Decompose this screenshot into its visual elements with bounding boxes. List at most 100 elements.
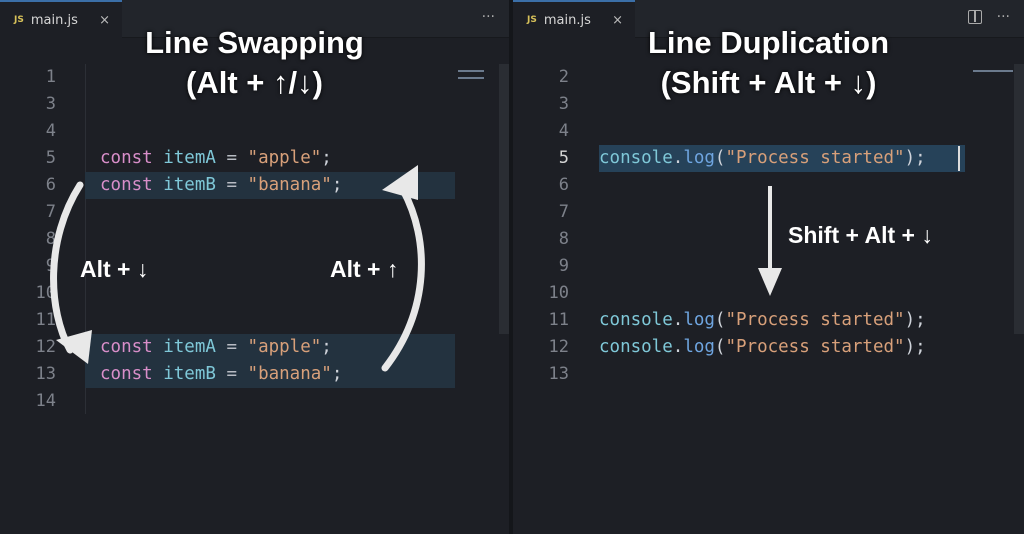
code-token-end: ; bbox=[331, 175, 343, 195]
code-token-fn: log bbox=[683, 337, 715, 357]
overlay-title: Line Swapping bbox=[145, 25, 364, 60]
overlay-subtitle: (Alt + ↑/↓) bbox=[186, 65, 323, 100]
minimap-line bbox=[458, 70, 484, 72]
more-actions-icon[interactable]: ··· bbox=[481, 9, 495, 25]
line-number: 7 bbox=[558, 202, 569, 222]
code-line: const itemA = "apple"; bbox=[100, 145, 332, 172]
line-number: 12 bbox=[548, 337, 569, 357]
duplicate-arrow bbox=[758, 186, 782, 296]
code-line: const itemB = "banana"; bbox=[100, 172, 342, 199]
minimap-line bbox=[458, 77, 484, 79]
line-number: 6 bbox=[45, 175, 56, 195]
minimap-line bbox=[973, 70, 1013, 72]
tab-bar: JS main.js × ··· bbox=[0, 0, 509, 38]
code-line: console.log("Process started"); bbox=[599, 334, 926, 361]
code-token-str: "Process started" bbox=[725, 148, 905, 168]
code-token-end: ); bbox=[904, 310, 926, 330]
down-arrowhead bbox=[758, 268, 782, 296]
line-number: 4 bbox=[45, 121, 56, 141]
line-number: 4 bbox=[558, 121, 569, 141]
javascript-file-icon: JS bbox=[527, 15, 537, 25]
code-token-op: = bbox=[215, 175, 248, 195]
line-number: 1 bbox=[45, 67, 56, 87]
overlay-title: Line Duplication bbox=[647, 25, 890, 60]
alt-down-label: Alt + ↓ bbox=[80, 256, 149, 282]
line-number: 2 bbox=[558, 67, 569, 87]
code-line: const itemA = "apple"; bbox=[100, 334, 332, 361]
swap-arrows bbox=[50, 165, 425, 372]
code-token-str: "banana" bbox=[247, 364, 332, 384]
code-token-end: ; bbox=[321, 148, 332, 168]
javascript-file-icon: JS bbox=[14, 15, 24, 25]
alt-up-label: Alt + ↑ bbox=[330, 256, 399, 282]
code-token-kw: const bbox=[100, 148, 153, 168]
tab-label: main.js bbox=[543, 12, 591, 28]
code-token-str: "Process started" bbox=[725, 310, 905, 330]
line-number: 3 bbox=[45, 94, 56, 114]
line-number: 11 bbox=[548, 310, 569, 330]
code-token-str: "apple" bbox=[247, 337, 322, 357]
code-token-str: "Process started" bbox=[725, 337, 905, 357]
code-token-open: ( bbox=[714, 337, 726, 357]
line-number: 3 bbox=[558, 94, 569, 114]
code-token-end: ; bbox=[331, 364, 343, 384]
code-line: console.log("Process started"); bbox=[599, 145, 926, 172]
scrollbar[interactable] bbox=[1014, 64, 1024, 334]
code-token-str: "banana" bbox=[247, 175, 332, 195]
line-number: 11 bbox=[35, 310, 56, 330]
code-token-dot: . bbox=[672, 148, 684, 168]
up-arrow-icon bbox=[381, 186, 425, 372]
code-token-open: ( bbox=[714, 148, 726, 168]
split-editor-icon[interactable] bbox=[968, 10, 982, 24]
code-token-op: = bbox=[215, 364, 248, 384]
code-token-id: itemA bbox=[163, 148, 216, 168]
close-icon[interactable]: × bbox=[612, 12, 623, 28]
code-token-fn: log bbox=[683, 310, 715, 330]
code-token-end: ; bbox=[321, 337, 332, 357]
code-token-obj: console bbox=[599, 310, 673, 330]
line-number: 9 bbox=[558, 256, 569, 276]
down-arrow-icon bbox=[50, 181, 84, 354]
line-number: 10 bbox=[548, 283, 569, 303]
line-number: 7 bbox=[45, 202, 56, 222]
line-number: 13 bbox=[35, 364, 56, 384]
overlay-subtitle: (Shift + Alt + ↓) bbox=[660, 65, 877, 100]
line-number: 5 bbox=[558, 148, 569, 168]
scrollbar[interactable] bbox=[499, 64, 509, 334]
code-token-kw: const bbox=[100, 175, 153, 195]
code-token-open: ( bbox=[714, 310, 726, 330]
code-token-id: itemB bbox=[163, 364, 216, 384]
code-token-obj: console bbox=[599, 337, 673, 357]
code-token-end: ); bbox=[904, 148, 926, 168]
up-arrowhead bbox=[382, 165, 418, 200]
indent-guide bbox=[85, 64, 86, 414]
line-number: 8 bbox=[558, 229, 569, 249]
code-token-kw: const bbox=[100, 364, 153, 384]
split-divider[interactable] bbox=[509, 0, 513, 534]
line-number: 13 bbox=[548, 364, 569, 384]
code-token-end: ); bbox=[904, 337, 926, 357]
more-actions-icon[interactable]: ··· bbox=[996, 9, 1010, 25]
line-number: 12 bbox=[35, 337, 56, 357]
code-token-str: "apple" bbox=[247, 148, 322, 168]
down-arrowhead bbox=[56, 330, 92, 364]
tab-main-js[interactable]: JS main.js × bbox=[513, 0, 635, 38]
code-token-op: = bbox=[215, 148, 248, 168]
tab-main-js[interactable]: JS main.js × bbox=[0, 0, 122, 38]
code-token-dot: . bbox=[672, 337, 684, 357]
code-token-dot: . bbox=[672, 310, 684, 330]
code-token-op: = bbox=[215, 337, 248, 357]
tab-bar: JS main.js × ··· bbox=[513, 0, 1024, 38]
code-line: console.log("Process started"); bbox=[599, 307, 926, 334]
code-token-obj: console bbox=[599, 148, 673, 168]
line-number: 8 bbox=[45, 229, 56, 249]
shift-alt-down-label: Shift + Alt + ↓ bbox=[788, 222, 933, 248]
line-number: 5 bbox=[45, 148, 56, 168]
code-line: const itemB = "banana"; bbox=[100, 361, 342, 388]
tab-label: main.js bbox=[30, 12, 78, 28]
code-token-id: itemA bbox=[163, 337, 216, 357]
text-cursor bbox=[958, 146, 960, 171]
close-icon[interactable]: × bbox=[99, 12, 110, 28]
